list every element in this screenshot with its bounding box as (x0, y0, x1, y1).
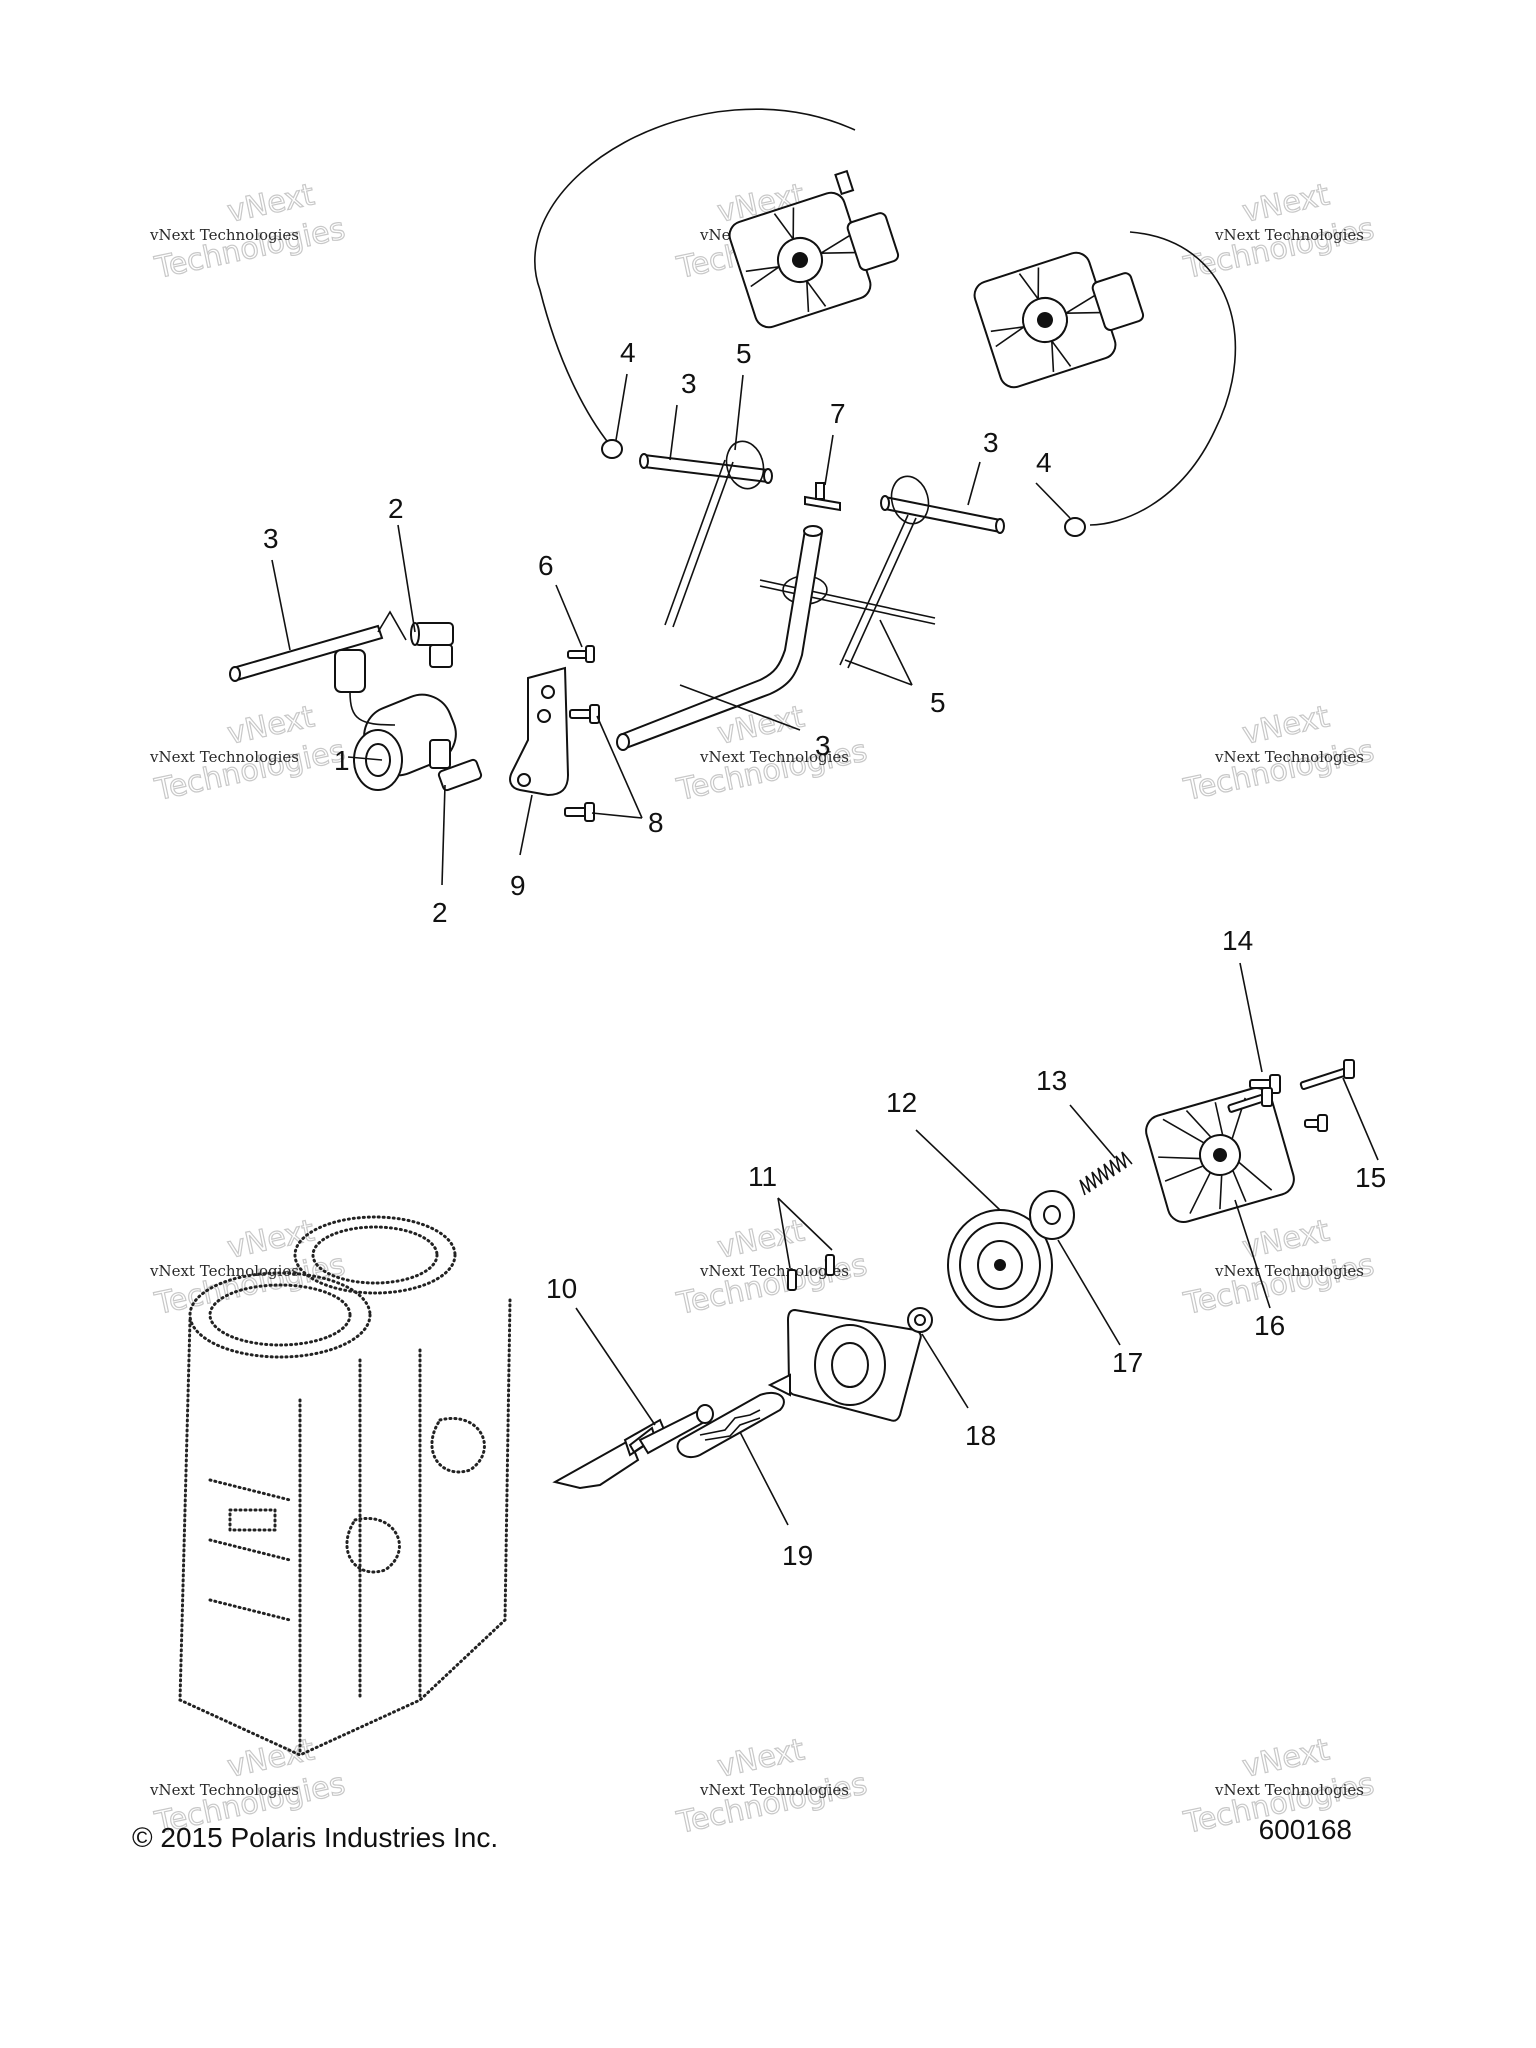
callout-3: 3 (983, 427, 999, 458)
screw-8-top (569, 704, 600, 724)
callout-3: 3 (681, 368, 697, 399)
screw-14 (1249, 1074, 1281, 1094)
washer-17 (1029, 1190, 1075, 1240)
svg-text:vNext Technologies: vNext Technologies (1214, 748, 1364, 766)
callout-17: 17 (1112, 1347, 1143, 1378)
callout-3: 3 (263, 523, 279, 554)
copyright-text: © 2015 Polaris Industries Inc. (132, 1822, 499, 1853)
cover-16 (1145, 1087, 1295, 1223)
tie-5-b (839, 475, 930, 669)
leader-lines (271, 373, 1379, 1526)
diagram-id: 600168 (1258, 1814, 1352, 1845)
hose-route-solenoid (377, 610, 407, 641)
bracket-9 (509, 666, 570, 797)
engine-cylinder (178, 1215, 512, 1757)
hose-route-left (534, 108, 856, 446)
actuator-right (973, 251, 1145, 389)
hose-3-left (229, 624, 384, 682)
piston-nut-18 (907, 1307, 933, 1333)
callout-2: 2 (432, 897, 448, 928)
watermark: Technologies vNext Technologies vNext (673, 1732, 871, 1842)
diaphragm-12 (947, 1209, 1053, 1321)
screw-15-b (1299, 1059, 1355, 1091)
callout-3: 3 (815, 730, 831, 761)
watermark: Technologies vNext Technologies vNext (149, 177, 349, 287)
svg-text:vNext Technologies: vNext Technologies (699, 1781, 849, 1799)
hose-3-upper-left (639, 453, 773, 484)
watermark: Technologies vNext Technologies vNext (1180, 1213, 1378, 1323)
callout-16: 16 (1254, 1310, 1285, 1341)
cap-4-right (1064, 517, 1086, 537)
svg-text:vNext Technologies: vNext Technologies (1214, 1781, 1364, 1799)
spring-13 (1079, 1151, 1133, 1196)
fitting-7 (804, 482, 841, 512)
svg-text:vNext Technologies: vNext Technologies (699, 748, 849, 766)
svg-text:Technologies: Technologies (673, 1767, 870, 1842)
screw-6 (567, 645, 595, 663)
callout-2: 2 (388, 493, 404, 524)
callout-1: 1 (334, 745, 350, 776)
elbow-fitting-2-top (410, 622, 454, 668)
callout-12: 12 (886, 1087, 917, 1118)
svg-text:Technologies: Technologies (673, 1248, 870, 1323)
actuator-left (728, 169, 900, 329)
callout-9: 9 (510, 870, 526, 901)
svg-text:vNext: vNext (714, 1213, 807, 1266)
callout-18: 18 (965, 1420, 996, 1451)
hose-route-right (1089, 231, 1237, 526)
tie-5-c (759, 575, 936, 625)
callout-14: 14 (1222, 925, 1253, 956)
callout-4: 4 (1036, 447, 1052, 478)
callout-8: 8 (648, 807, 664, 838)
elbow-fitting-2-bottom (429, 739, 483, 792)
callout-5: 5 (930, 687, 946, 718)
screw-15-c (1304, 1114, 1328, 1132)
screw-15-a (1227, 1087, 1273, 1113)
valve-housing-11 (767, 1254, 922, 1422)
hose-3-bent (616, 525, 824, 751)
watermark: Technologies vNext Technologies vNext (149, 1213, 349, 1323)
callout-6: 6 (538, 550, 554, 581)
svg-text:vNext Technologies: vNext Technologies (1214, 1262, 1364, 1280)
watermarks: Technologies vNext Technologies vNext Te… (149, 177, 1378, 1842)
callout-7: 7 (830, 398, 846, 429)
hose-3-upper-right (880, 495, 1005, 534)
svg-text:vNext: vNext (714, 1732, 807, 1785)
valve-blade-10 (552, 1404, 714, 1490)
callout-11: 11 (748, 1161, 777, 1192)
svg-text:vNext Technologies: vNext Technologies (149, 226, 299, 244)
watermark: Technologies vNext Technologies vNext (1180, 699, 1378, 809)
svg-text:vNext Technologies: vNext Technologies (149, 748, 299, 766)
svg-text:vNext Technologies: vNext Technologies (149, 1262, 299, 1280)
svg-text:Technologies: Technologies (673, 734, 870, 809)
callout-13: 13 (1036, 1065, 1067, 1096)
screw-8-bottom (564, 802, 595, 822)
svg-text:vNext Technologies: vNext Technologies (699, 1262, 849, 1280)
svg-text:vNext Technologies: vNext Technologies (1214, 226, 1364, 244)
callout-15: 15 (1355, 1162, 1386, 1193)
callout-4: 4 (620, 337, 636, 368)
gasket-19 (676, 1391, 785, 1459)
watermark: Technologies vNext Technologies vNext (149, 699, 349, 809)
callouts: 1 2 2 3 3 3 3 4 4 5 5 6 7 8 9 10 11 12 1… (263, 337, 1386, 1571)
callout-5: 5 (736, 338, 752, 369)
callout-10: 10 (546, 1273, 577, 1304)
callout-19: 19 (782, 1540, 813, 1571)
cap-4-left (601, 439, 623, 459)
svg-text:vNext Technologies: vNext Technologies (149, 1781, 299, 1799)
watermark: Technologies vNext Technologies vNext (673, 1213, 871, 1323)
tie-5-a (664, 440, 765, 628)
